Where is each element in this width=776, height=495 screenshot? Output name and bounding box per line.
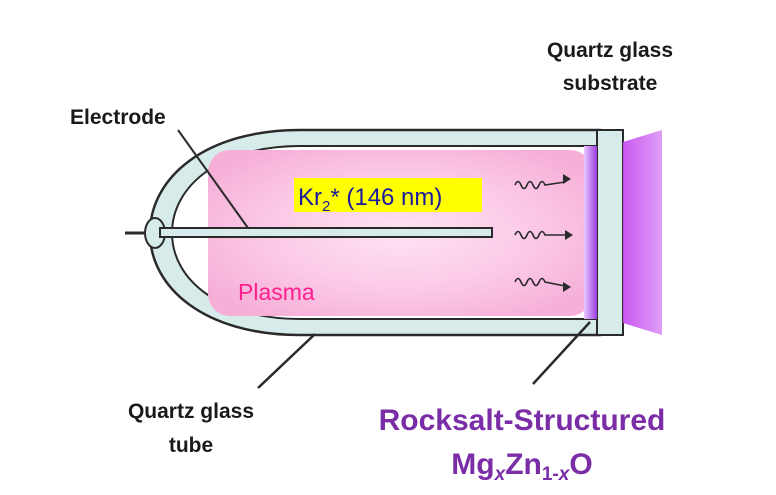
film-leader: [532, 321, 591, 385]
tube-leader: [257, 333, 316, 389]
electrode-rod: [159, 227, 493, 238]
product-formula: MgxZn1-xO: [451, 448, 592, 485]
substrate-label-line2: substrate: [563, 72, 658, 95]
excimer-label: Kr2* (146 nm): [298, 184, 442, 215]
uv-wave-arrow-icon: [514, 230, 573, 240]
quartz-glass-substrate: [596, 129, 624, 336]
substrate-label-line1: Quartz glass: [547, 39, 673, 62]
electrode-leader: [177, 129, 249, 229]
tube-label-line2: tube: [169, 434, 213, 457]
product-label-line1: Rocksalt-Structured: [379, 404, 666, 437]
uv-wave-arrow-icon: [514, 174, 571, 190]
tube-label-line1: Quartz glass: [128, 400, 254, 423]
electrode-label: Electrode: [70, 106, 166, 129]
uv-emission: [623, 130, 662, 335]
mgzno-film: [584, 146, 597, 319]
uv-wave-arrow-icon: [514, 277, 571, 292]
plasma-label: Plasma: [238, 279, 315, 305]
excimer-highlight: [294, 178, 482, 212]
